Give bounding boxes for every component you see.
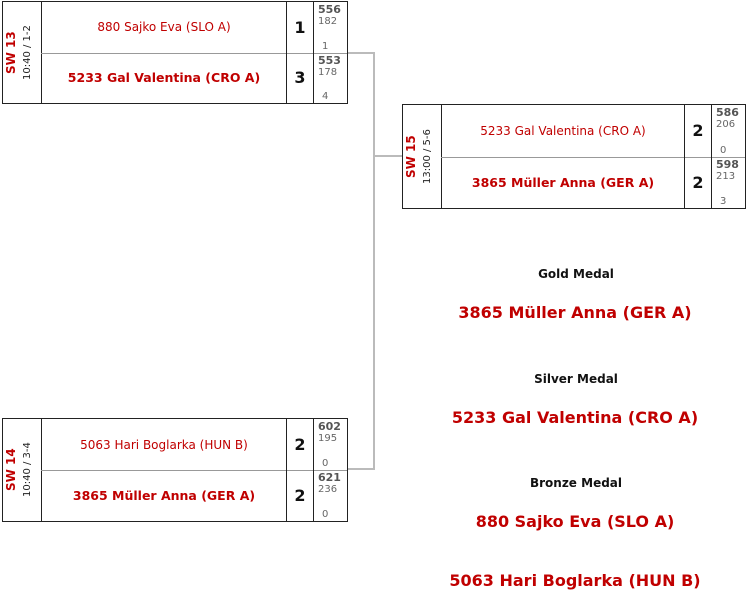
silver-medal-label: Silver Medal [534, 372, 618, 386]
tens-count: 182 [318, 16, 338, 27]
bracket-connector [373, 52, 375, 470]
set-points: 3 [286, 52, 313, 103]
tens-count: 236 [318, 484, 338, 495]
tens-count: 195 [318, 433, 338, 444]
score-box: 553 178 4 [313, 52, 347, 103]
competitor-row: 3865 Müller Anna (GER A) 2 621 236 0 [41, 470, 347, 521]
competitor-row: 880 Sajko Eva (SLO A) 1 556 182 1 [41, 2, 347, 54]
x-count: 1 [322, 40, 329, 52]
set-points: 2 [286, 470, 313, 521]
competitor-name: 5063 Hari Boglarka (HUN B) [80, 437, 248, 452]
competitor-row: 5233 Gal Valentina (CRO A) 3 553 178 4 [41, 52, 347, 103]
bronze-medal-winner: 880 Sajko Eva (SLO A) [475, 512, 675, 531]
score-box: 598 213 3 [711, 156, 745, 208]
total-score: 598 [716, 157, 739, 171]
x-count: 0 [720, 144, 727, 156]
competitor-name: 880 Sajko Eva (SLO A) [97, 20, 231, 35]
match-time: 10:40 / 3-4 [22, 442, 33, 498]
match-side-panel: SW 14 10:40 / 3-4 [3, 419, 42, 521]
bracket-connector [347, 468, 375, 470]
x-count: 0 [322, 509, 329, 520]
match-code: SW 14 [4, 448, 18, 492]
match-sw13: SW 13 10:40 / 1-2 880 Sajko Eva (SLO A) … [2, 1, 348, 104]
score-box: 586 206 0 [711, 105, 745, 157]
match-code: SW 15 [404, 135, 418, 178]
tens-count: 178 [318, 66, 338, 78]
competitor-name: 5233 Gal Valentina (CRO A) [67, 70, 261, 86]
competitor-name: 3865 Müller Anna (GER A) [471, 174, 655, 190]
set-points: 2 [684, 156, 711, 208]
score-box: 556 182 1 [313, 2, 347, 53]
x-count: 4 [322, 91, 329, 102]
x-count: 0 [322, 458, 329, 469]
competitor-row: 5063 Hari Boglarka (HUN B) 2 602 195 0 [41, 419, 347, 471]
score-box: 621 236 0 [313, 470, 347, 521]
match-time: 10:40 / 1-2 [22, 25, 33, 80]
tens-count: 213 [716, 170, 736, 182]
set-points: 2 [684, 105, 711, 157]
total-score: 621 [318, 471, 341, 484]
gold-medal-label: Gold Medal [538, 267, 614, 281]
bracket-connector [347, 52, 375, 54]
total-score: 602 [318, 420, 341, 433]
set-points: 2 [286, 419, 313, 470]
competitor-name: 3865 Müller Anna (GER A) [72, 488, 256, 503]
score-box: 602 195 0 [313, 419, 347, 470]
x-count: 3 [720, 196, 727, 207]
gold-medal-winner: 3865 Müller Anna (GER A) [458, 303, 692, 322]
match-time: 13:00 / 5-6 [422, 129, 433, 184]
total-score: 553 [318, 53, 341, 67]
match-sw14: SW 14 10:40 / 3-4 5063 Hari Boglarka (HU… [2, 418, 348, 522]
match-code: SW 13 [4, 31, 18, 74]
competitor-row: 3865 Müller Anna (GER A) 2 598 213 3 [441, 156, 745, 208]
bronze-medal-winner: 5063 Hari Boglarka (HUN B) [449, 571, 701, 590]
set-points: 1 [286, 2, 313, 53]
total-score: 556 [318, 3, 341, 16]
bronze-medal-label: Bronze Medal [529, 476, 623, 490]
total-score: 586 [716, 106, 739, 119]
competitor-name: 5233 Gal Valentina (CRO A) [480, 123, 646, 138]
competitor-row: 5233 Gal Valentina (CRO A) 2 586 206 0 [441, 105, 745, 158]
silver-medal-winner: 5233 Gal Valentina (CRO A) [451, 408, 699, 427]
bracket-connector [373, 155, 403, 157]
match-side-panel: SW 13 10:40 / 1-2 [3, 2, 42, 103]
match-side-panel: SW 15 13:00 / 5-6 [403, 105, 442, 208]
match-sw15: SW 15 13:00 / 5-6 5233 Gal Valentina (CR… [402, 104, 746, 209]
tens-count: 206 [716, 119, 736, 130]
